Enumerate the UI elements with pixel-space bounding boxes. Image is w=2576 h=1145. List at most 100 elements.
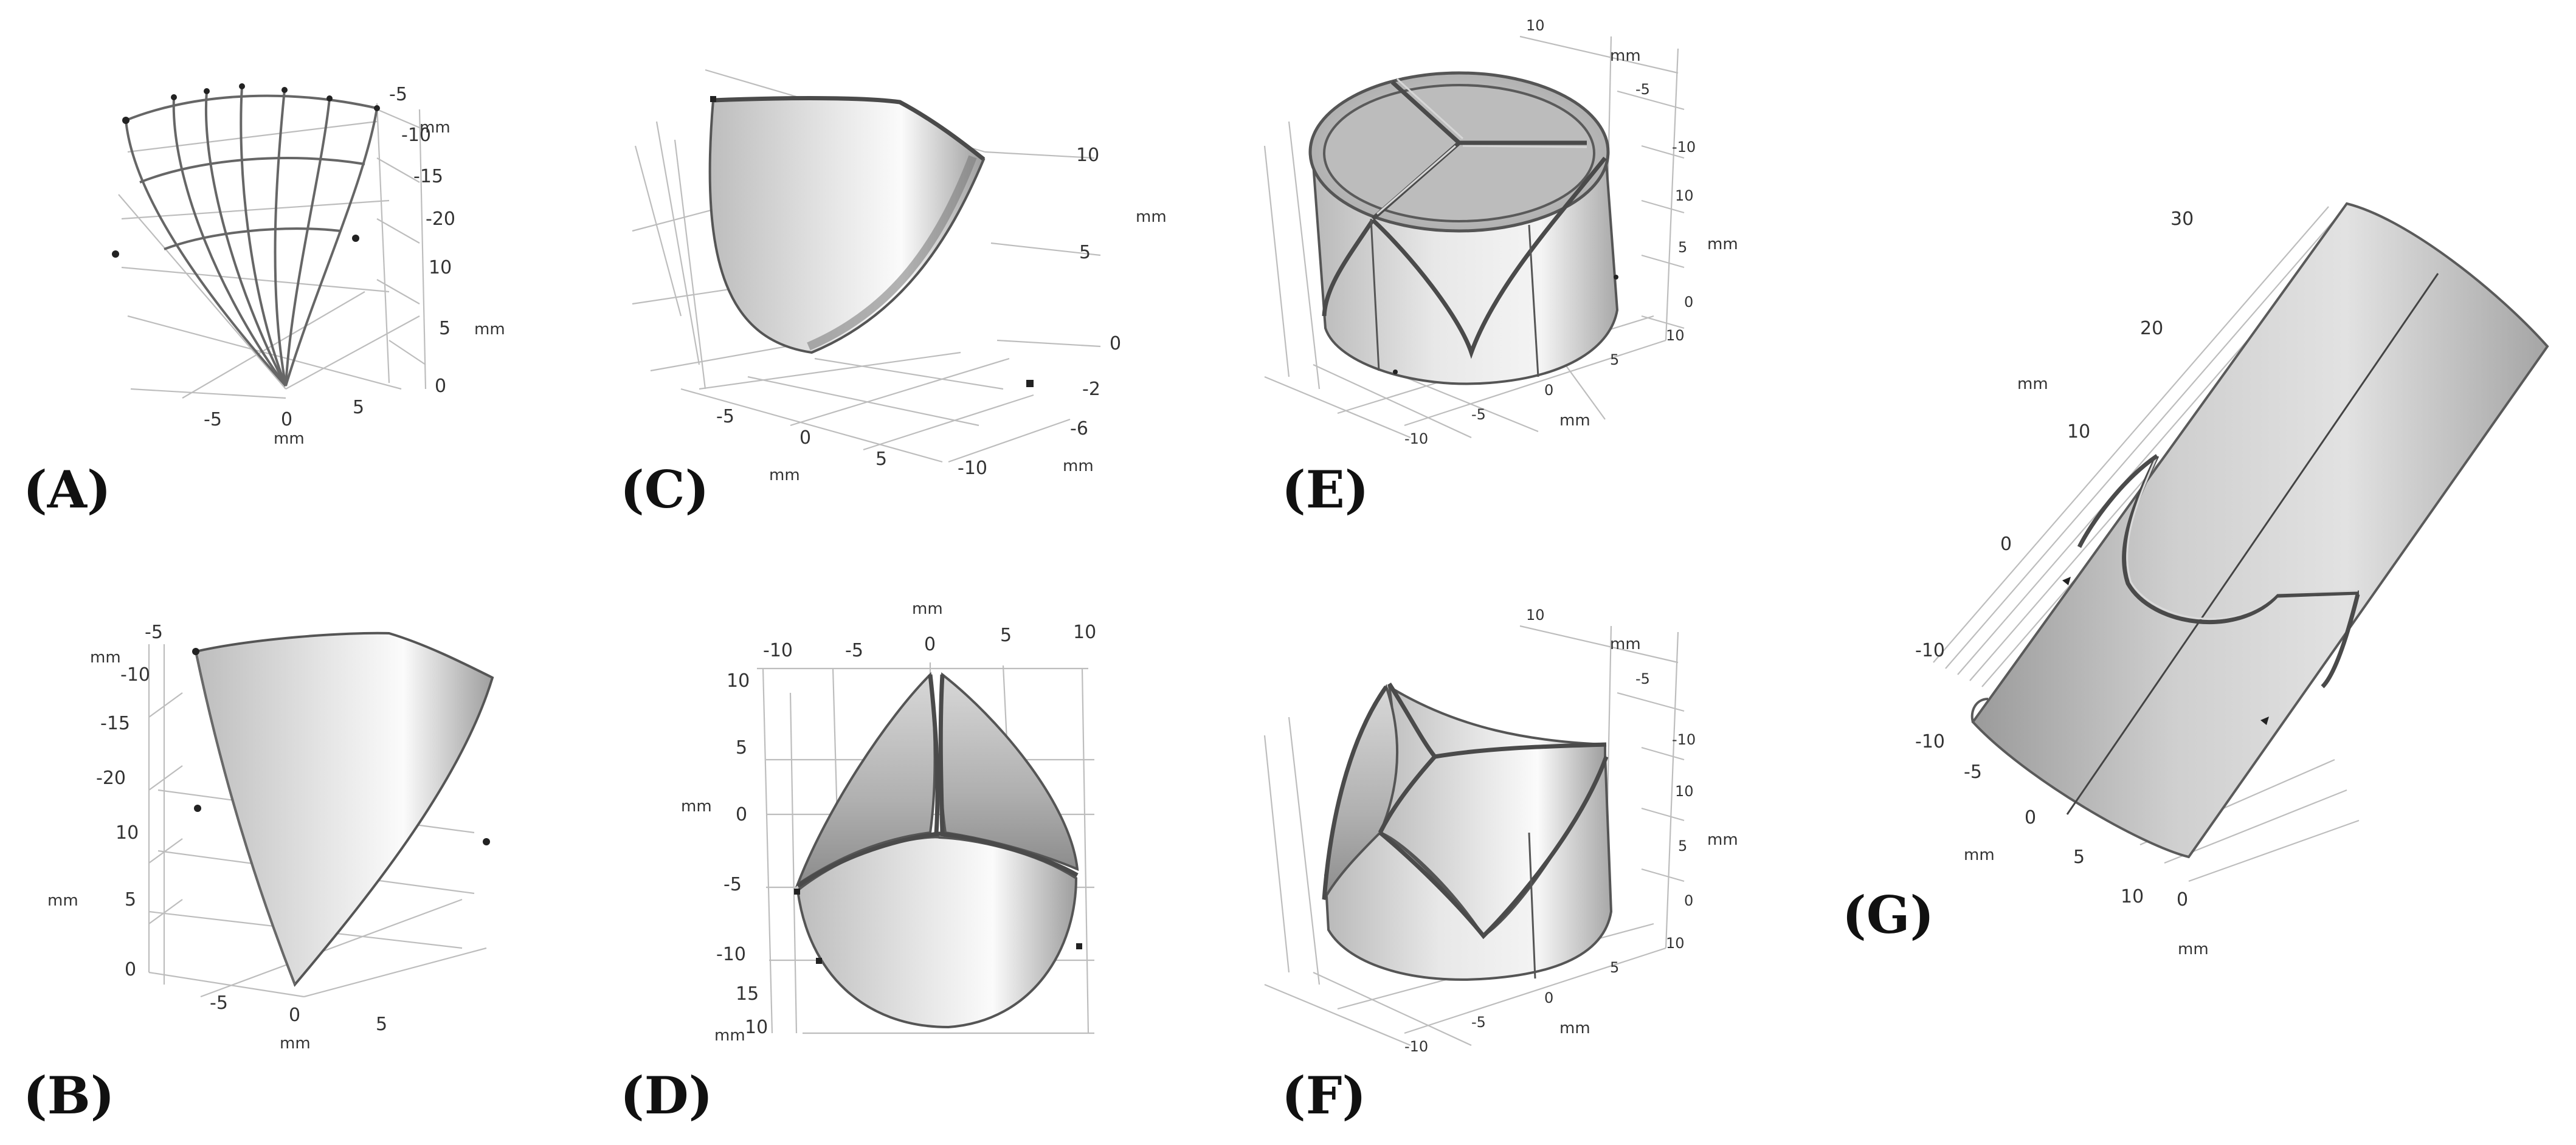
panel-c-ytick-1: 5 xyxy=(1079,242,1091,263)
panel-a-ztick-3: -20 xyxy=(426,208,455,230)
panel-b-xtick-1: 0 xyxy=(289,1005,300,1026)
panel-g-xtick-2: 0 xyxy=(2025,807,2036,828)
panel-c-xunit: mm xyxy=(769,466,800,484)
panel-b-xtick-2: 5 xyxy=(376,1014,387,1035)
panel-a-curves xyxy=(125,86,378,387)
panel-f-label: (F) xyxy=(1282,1065,1366,1126)
panel-f-bottick-2: 0 xyxy=(1544,989,1553,1006)
panel-b-ztick-0: -5 xyxy=(145,622,163,643)
panel-a-yunit: mm xyxy=(474,320,505,339)
panel-e-bottick-0: -10 xyxy=(1404,430,1428,447)
panel-c-xtick-0: -5 xyxy=(716,406,734,427)
panel-g-zunit: mm xyxy=(2178,940,2209,958)
panel-g-xtick-1: -5 xyxy=(1964,762,1982,783)
panel-a-ytick-1: 5 xyxy=(439,318,451,339)
panel-c-ytick-0: 10 xyxy=(1076,145,1099,166)
panel-g-ytick-3: 0 xyxy=(2000,534,2012,555)
panel-f-toptick-5: 0 xyxy=(1684,892,1693,909)
panel-d-lefttick-1: 5 xyxy=(736,737,747,758)
panel-b-xunit: mm xyxy=(280,1034,311,1053)
panel-e-commissure-1 xyxy=(1390,80,1461,145)
panel-g-tube xyxy=(1971,202,2549,859)
panel-f-topunit: mm xyxy=(1610,635,1641,653)
panel-a-ztick-2: -15 xyxy=(413,166,443,187)
panel-b-label: (B) xyxy=(23,1065,115,1126)
panel-b-ytick-1: 5 xyxy=(125,889,136,910)
panel-a-zunit: mm xyxy=(420,119,451,137)
panel-b-markers xyxy=(192,648,490,845)
panel-g-label: (G) xyxy=(1842,885,1934,945)
panel-d-toptick-3: 5 xyxy=(1000,625,1012,646)
panel-d-leftunit-2: mm xyxy=(714,1026,745,1045)
panel-g-xtick-3: 5 xyxy=(2073,847,2085,868)
panel-c-xtick-1: 0 xyxy=(799,427,811,449)
panel-b-yunit: mm xyxy=(47,892,78,910)
panel-f-botunit: mm xyxy=(1559,1019,1590,1037)
panel-e-toptick-0: 10 xyxy=(1526,17,1545,34)
panel-g-ytick-2: 10 xyxy=(2067,421,2090,442)
panel-e-bottick-4: 10 xyxy=(1666,327,1685,344)
panel-d-topunit: mm xyxy=(912,600,943,618)
panel-c-yunit: mm xyxy=(1136,208,1167,226)
panel-a-xtick-2: 5 xyxy=(353,397,364,418)
panel-d-toptick-1: -5 xyxy=(845,640,863,661)
panel-d-toptick-4: 10 xyxy=(1073,622,1096,643)
panel-b-ztick-2: -15 xyxy=(100,713,130,734)
panel-g-attachment xyxy=(2122,455,2360,625)
panel-a-ytick-2: 0 xyxy=(435,376,446,397)
panel-a-markers xyxy=(112,83,380,258)
panel-f-toptick-4: 5 xyxy=(1678,837,1687,854)
panel-b-ztick-3: -20 xyxy=(96,768,126,789)
panel-b-ytick-0: 10 xyxy=(116,822,139,844)
panel-b-zunit: mm xyxy=(90,648,121,667)
panel-f-bottick-4: 10 xyxy=(1666,935,1685,952)
panel-a: -5 0 5 mm -5 -10 -15 -20 mm 10 5 0 mm (A… xyxy=(23,83,505,520)
panel-e-label: (E) xyxy=(1282,459,1369,520)
panel-f-toptick-1: -5 xyxy=(1635,670,1650,687)
panel-g-xtick-5: 0 xyxy=(2177,889,2188,910)
panel-c-ytick-4: -6 xyxy=(1070,418,1088,439)
panel-a-xunit: mm xyxy=(274,430,305,448)
panel-b: -5 0 5 mm -5 -10 -15 -20 mm 10 5 0 mm (B… xyxy=(23,622,494,1126)
panel-d-lefttick-5: 15 xyxy=(736,983,759,1005)
panel-f-bottick-0: -10 xyxy=(1404,1038,1428,1055)
panel-g-xunit: mm xyxy=(1964,846,1995,864)
panel-e-bottick-2: 0 xyxy=(1544,382,1553,399)
panel-e-topunit: mm xyxy=(1610,47,1641,65)
panel-f-bottick-1: -5 xyxy=(1471,1014,1486,1031)
panel-d-leaflet-bottom xyxy=(796,836,1078,1029)
panel-e-sideunit: mm xyxy=(1707,235,1738,253)
panel-d: -10 -5 0 5 10 mm 10 5 0 -5 -10 15 10 mm … xyxy=(620,600,1096,1126)
panel-b-xtick-0: -5 xyxy=(210,992,228,1014)
panel-a-ytick-0: 10 xyxy=(429,257,452,278)
panel-a-grid xyxy=(118,103,427,399)
panel-d-lefttick-6: 10 xyxy=(745,1017,768,1038)
panel-e-toptick-3: 10 xyxy=(1675,187,1694,204)
panel-c-xtick-2: 5 xyxy=(875,449,887,470)
panel-d-toptick-2: 0 xyxy=(924,634,936,655)
panel-d-lefttick-3: -5 xyxy=(723,874,742,895)
panel-a-xtick-0: -5 xyxy=(204,409,222,430)
panel-c-rim xyxy=(713,96,986,161)
panel-a-ztick-0: -5 xyxy=(389,84,407,105)
panel-e-bottick-1: -5 xyxy=(1471,406,1486,423)
panel-d-lefttick-2: 0 xyxy=(736,804,747,825)
panel-e-toptick-2: -10 xyxy=(1672,139,1696,156)
panel-g-xtick-4: 10 xyxy=(2121,886,2144,907)
panel-g-ytick-0: 30 xyxy=(2170,208,2194,230)
panel-b-leaflet xyxy=(194,631,494,987)
panel-e-toptick-4: 5 xyxy=(1678,239,1687,256)
panel-g-ytick-4: -10 xyxy=(1915,640,1945,661)
panel-e: 10 -5 -10 10 5 0 mm mm -10 -5 0 5 10 mm … xyxy=(1263,17,1738,520)
panel-f-toptick-3: 10 xyxy=(1675,783,1694,800)
panel-f-toptick-2: -10 xyxy=(1672,731,1696,748)
panel-f-bottick-3: 5 xyxy=(1610,959,1619,976)
panel-e-toptick-5: 0 xyxy=(1684,294,1693,311)
panel-b-ztick-1: -10 xyxy=(120,664,150,686)
panel-a-xtick-1: 0 xyxy=(281,409,292,430)
panel-d-lefttick-4: -10 xyxy=(716,944,746,965)
panel-g-xtick-0: -10 xyxy=(1915,731,1945,752)
panel-e-botunit: mm xyxy=(1559,411,1590,430)
panel-g-seam xyxy=(2066,273,2439,815)
panel-g-yunit: mm xyxy=(2017,375,2048,393)
